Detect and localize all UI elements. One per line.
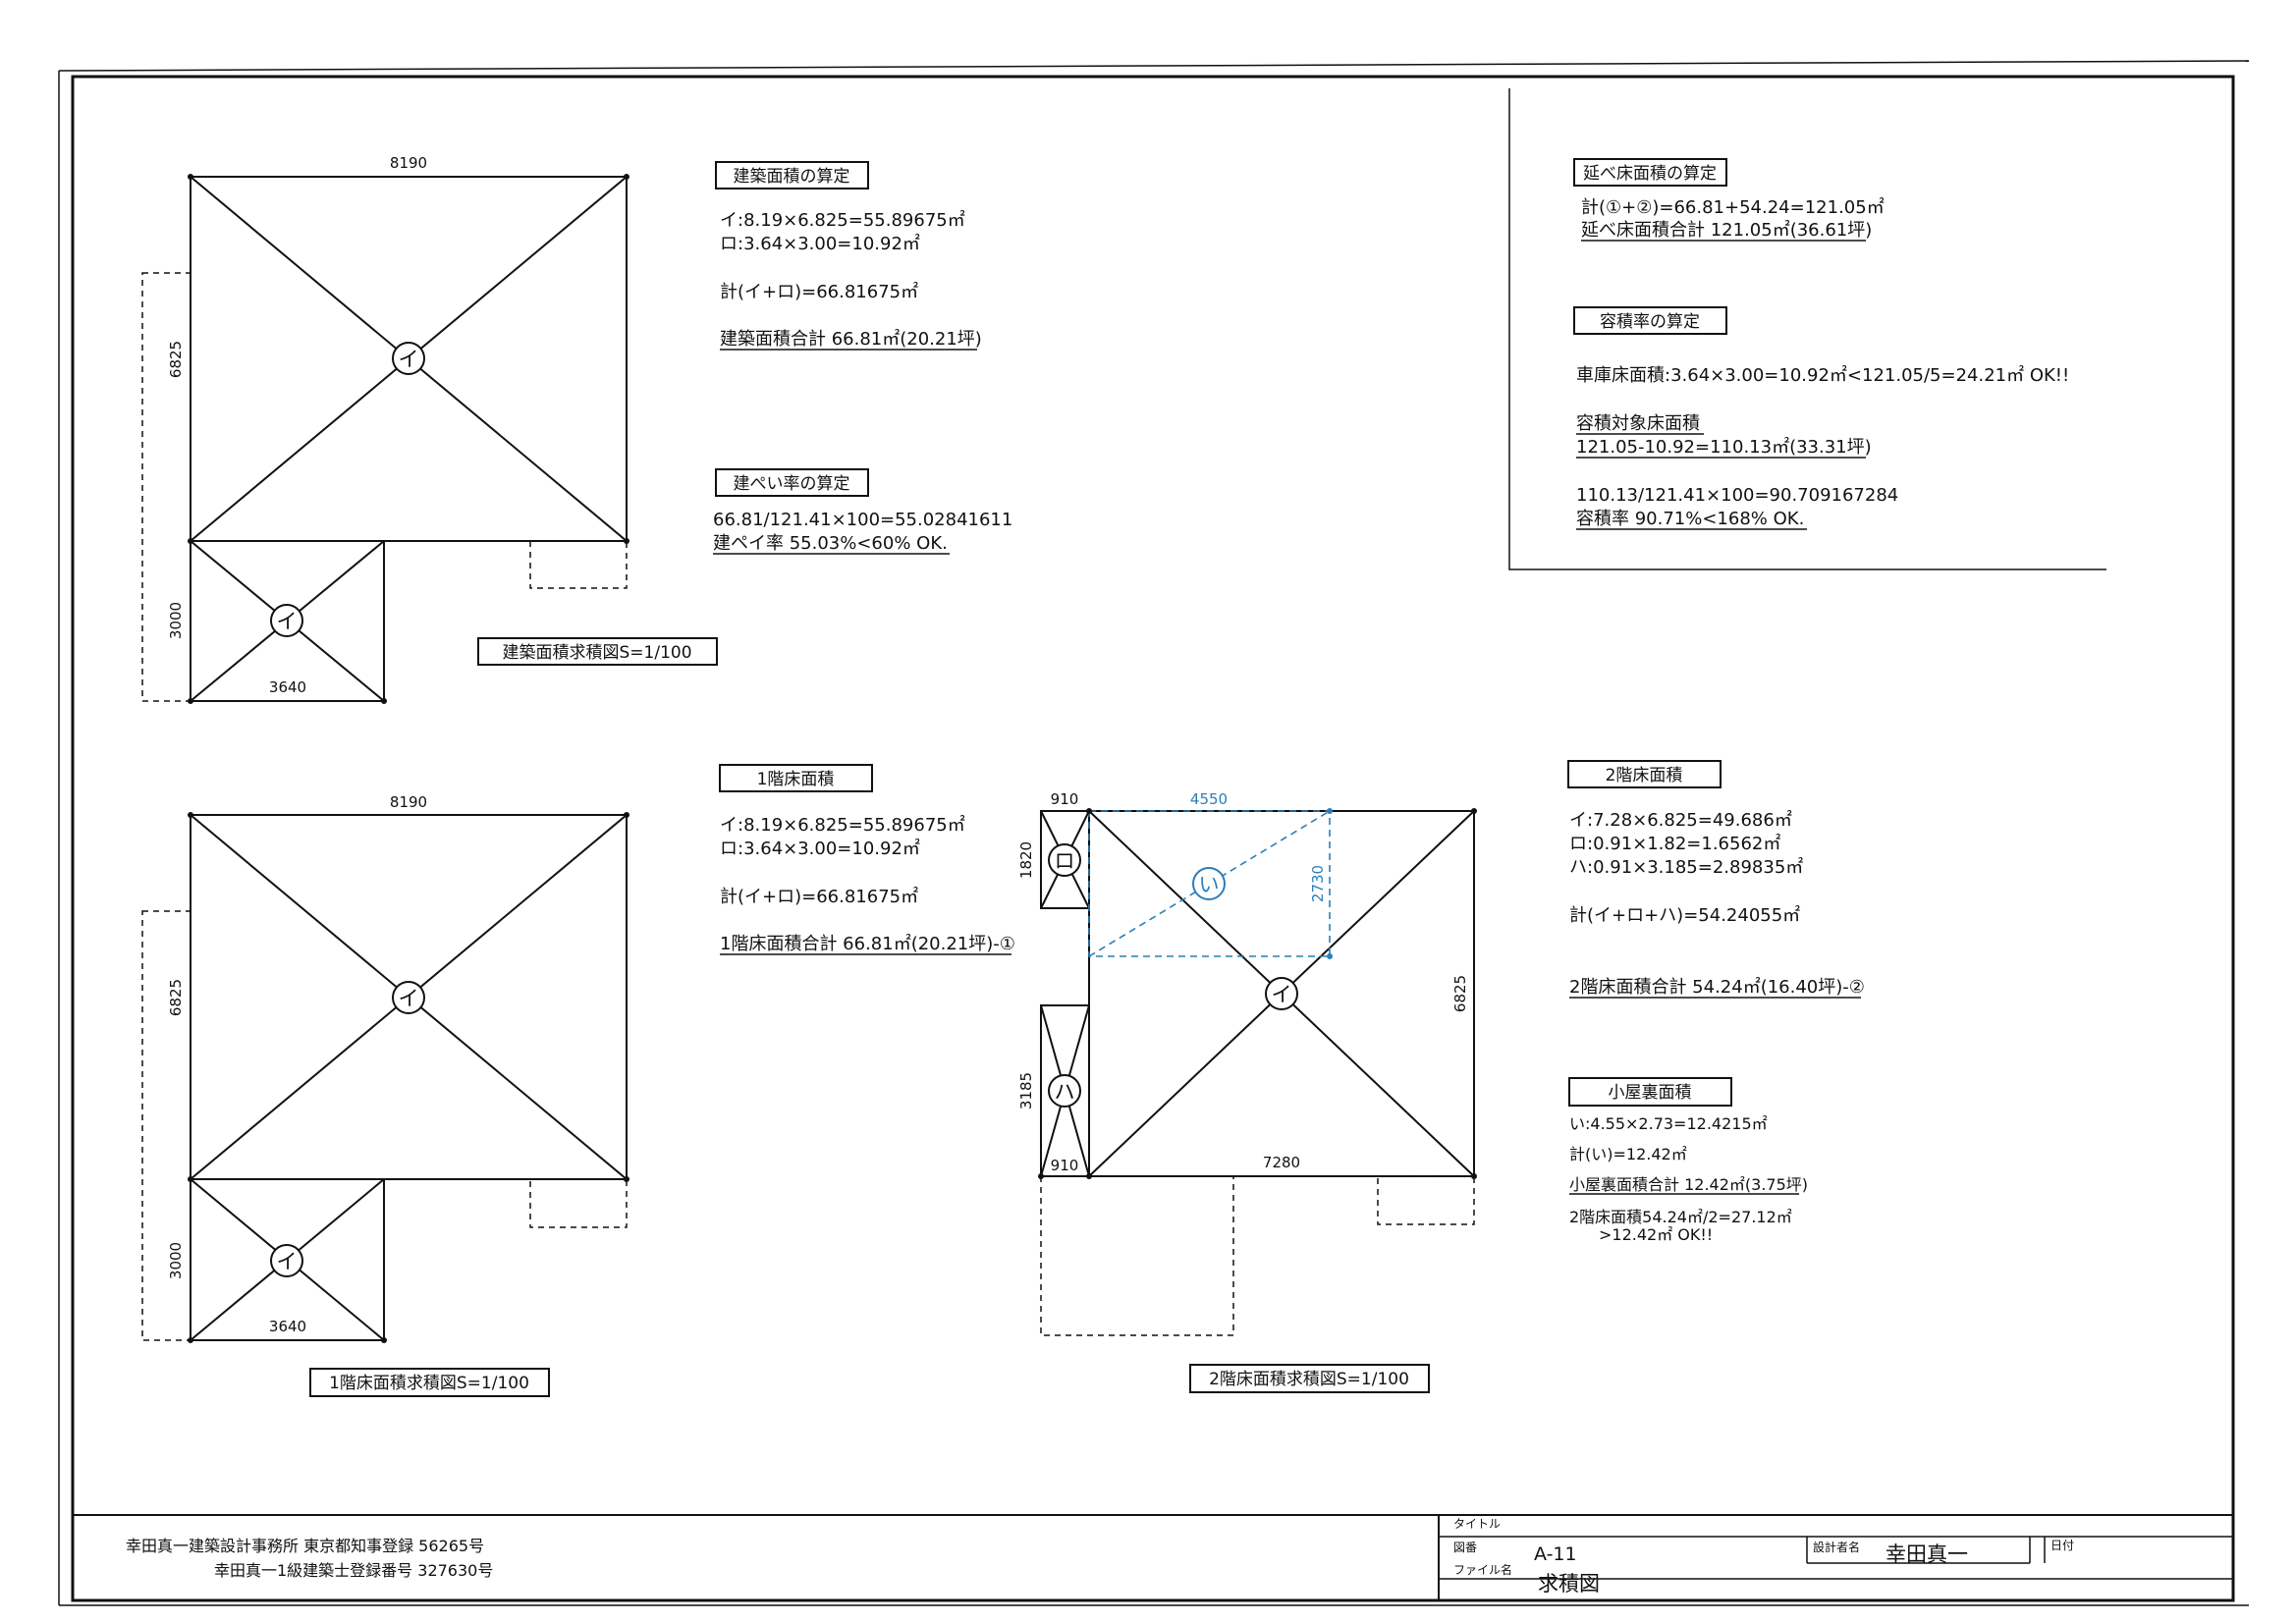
floor1-calc: 1階床面積 イ:8.19×6.825=55.89675㎡ ロ:3.64×3.00… <box>719 764 1015 955</box>
calc-check: >12.42㎡ OK!! <box>1599 1225 1713 1244</box>
title-label: タイトル <box>1453 1517 1501 1531</box>
designer-label: 設計者名 <box>1813 1540 1860 1554</box>
caption-building-plan: 建築面積求積図S=1/100 <box>502 643 691 663</box>
calc-total: 1階床面積合計 66.81㎡(20.21坪)-① <box>720 933 1015 954</box>
loft-calc: 小屋裏面積 い:4.55×2.73=12.4215㎡ 計(い)=12.42㎡ 小… <box>1568 1077 1808 1244</box>
calc-line: ロ:3.64×3.00=10.92㎡ <box>720 233 920 254</box>
dim-side-main: 6825 <box>167 979 185 1016</box>
header-total-floor: 延べ床面積の算定 <box>1583 164 1717 184</box>
sheet-frame <box>58 60 2250 1606</box>
calc-garage: 車庫床面積:3.64×3.00=10.92㎡<121.05/5=24.21㎡ O… <box>1576 364 2069 386</box>
mark-i: イ <box>399 348 419 371</box>
dim-top: 8190 <box>390 154 427 172</box>
office-line-2: 幸田真一1級建築士登録番号 327630号 <box>214 1561 493 1580</box>
calc-sum: 計(い)=12.42㎡ <box>1569 1145 1687 1163</box>
header-building-area: 建築面積の算定 <box>734 167 850 187</box>
floor1-plan: 8190 6825 3000 3640 イ イ 1階床面積求積図S=1/100 <box>141 793 629 1397</box>
dim-7280: 7280 <box>1263 1154 1300 1171</box>
dim-910-bottom: 910 <box>1051 1157 1079 1174</box>
mark-ro: ロ <box>1055 849 1075 873</box>
calc-total: 建築面積合計 66.81㎡(20.21坪) <box>720 328 982 350</box>
mark-ha: ハ <box>1055 1080 1075 1104</box>
calc-line: イ:7.28×6.825=49.686㎡ <box>1569 809 1792 831</box>
mark-loft: い <box>1199 873 1220 896</box>
floor2-plan: 910 4550 1820 2730 3185 910 7280 6825 ロ … <box>1017 790 1477 1393</box>
title-block: 幸田真一建築設計事務所 東京都知事登録 56265号 幸田真一1級建築士登録番号… <box>73 1514 2233 1600</box>
calc-target: 121.05-10.92=110.13㎡(33.31坪) <box>1576 436 1872 458</box>
dim-side-garage: 3000 <box>167 602 185 639</box>
mark-i-garage: イ <box>277 610 298 633</box>
dim-4550: 4550 <box>1190 790 1228 808</box>
dim-1820: 1820 <box>1017 841 1035 879</box>
coverage-calc: 建ぺい率の算定 66.81/121.41×100=55.02841611 建ペイ… <box>713 468 1012 555</box>
dim-bottom: 3640 <box>269 1318 306 1335</box>
dim-side-garage: 3000 <box>167 1242 185 1279</box>
calc-line: イ:8.19×6.825=55.89675㎡ <box>720 814 965 836</box>
mark-i: イ <box>399 987 419 1010</box>
calc-line: ロ:3.64×3.00=10.92㎡ <box>720 838 920 859</box>
floor-far-panel: 延べ床面積の算定 計(①+②)=66.81+54.24=121.05㎡ 延べ床面… <box>1508 88 2106 570</box>
calc-sum: 計(イ+ロ)=66.81675㎡ <box>720 281 918 302</box>
building-area-plan: 8190 6825 3000 3640 イ イ 建築面積求積図S=1/100 <box>141 154 718 704</box>
building-area-calc: 建築面積の算定 イ:8.19×6.825=55.89675㎡ ロ:3.64×3.… <box>715 161 982 351</box>
calc-sum: 計(イ+ロ+ハ)=54.24055㎡ <box>1569 904 1800 926</box>
office-line-1: 幸田真一建築設計事務所 東京都知事登録 56265号 <box>126 1537 484 1555</box>
calc-line: ロ:0.91×1.82=1.6562㎡ <box>1569 833 1780 854</box>
calc-result: 建ペイ率 55.03%<60% OK. <box>713 533 948 554</box>
calc-result: 容積率 90.71%<168% OK. <box>1576 509 1804 529</box>
file-name: 求積図 <box>1538 1572 1600 1596</box>
calc-total: 小屋裏面積合計 12.42㎡(3.75坪) <box>1569 1175 1808 1194</box>
drawing-no: A-11 <box>1534 1543 1577 1565</box>
designer-name: 幸田真一 <box>1886 1542 1968 1566</box>
file-label: ファイル名 <box>1453 1562 1512 1577</box>
header-coverage: 建ぺい率の算定 <box>734 474 850 494</box>
dim-910-top: 910 <box>1051 790 1079 808</box>
calc-line: 110.13/121.41×100=90.709167284 <box>1576 485 1898 506</box>
mark-i: イ <box>1272 983 1292 1006</box>
dim-3185: 3185 <box>1017 1072 1035 1109</box>
calc-target-label: 容積対象床面積 <box>1576 413 1700 434</box>
dim-2730: 2730 <box>1309 865 1327 902</box>
caption-floor1-plan: 1階床面積求積図S=1/100 <box>329 1374 529 1393</box>
dim-bottom: 3640 <box>269 678 306 696</box>
dim-6825: 6825 <box>1451 975 1469 1012</box>
calc-total: 延べ床面積合計 121.05㎡(36.61坪) <box>1581 219 1872 241</box>
calc-line: 66.81/121.41×100=55.02841611 <box>713 510 1012 530</box>
calc-sum: 計(イ+ロ)=66.81675㎡ <box>720 886 918 907</box>
date-label: 日付 <box>2050 1539 2074 1552</box>
caption-floor2-plan: 2階床面積求積図S=1/100 <box>1209 1370 1409 1389</box>
header-loft: 小屋裏面積 <box>1609 1082 1692 1103</box>
calc-total: 2階床面積合計 54.24㎡(16.40坪)-② <box>1569 976 1865 998</box>
calc-line: ハ:0.91×3.185=2.89835㎡ <box>1569 856 1803 878</box>
mark-i-garage: イ <box>277 1250 298 1273</box>
floor2-calc: 2階床面積 イ:7.28×6.825=49.686㎡ ロ:0.91×1.82=1… <box>1567 760 1865 999</box>
calc-check: 2階床面積54.24㎡/2=27.12㎡ <box>1569 1208 1792 1226</box>
calc-line: イ:8.19×6.825=55.89675㎡ <box>720 209 965 231</box>
calc-line: 計(①+②)=66.81+54.24=121.05㎡ <box>1581 196 1885 218</box>
dim-side-main: 6825 <box>167 341 185 378</box>
calc-line: い:4.55×2.73=12.4215㎡ <box>1569 1114 1768 1133</box>
drawing-no-label: 図番 <box>1453 1541 1477 1554</box>
header-floor2: 2階床面積 <box>1606 766 1683 785</box>
header-far: 容積率の算定 <box>1600 312 1700 332</box>
header-floor1: 1階床面積 <box>757 770 835 789</box>
dim-top: 8190 <box>390 793 427 811</box>
